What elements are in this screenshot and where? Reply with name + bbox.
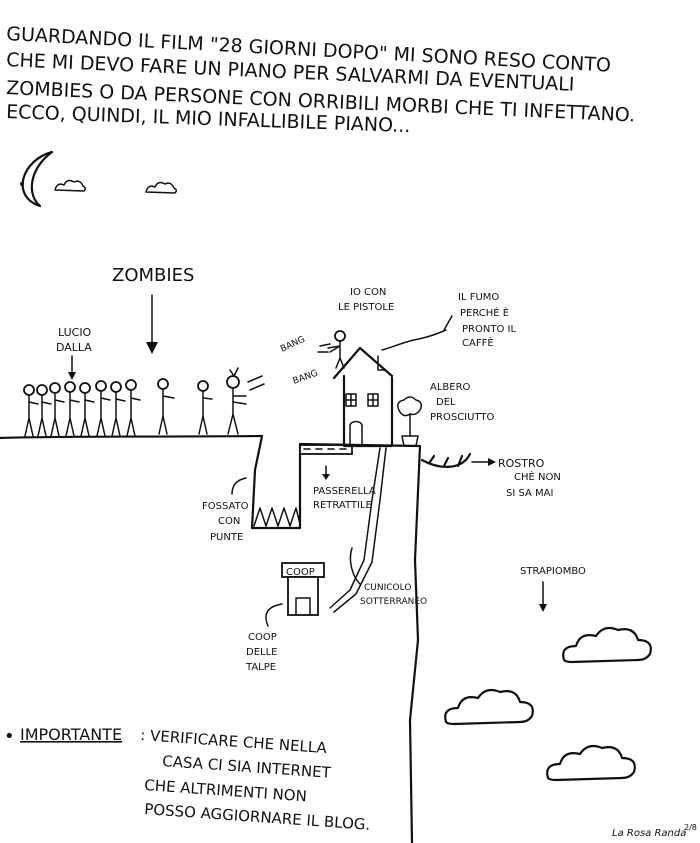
moon-icon bbox=[20, 150, 54, 208]
ham-tree bbox=[397, 396, 423, 447]
cloud-icon bbox=[54, 179, 87, 192]
fumo-label-1: IL FUMO bbox=[458, 292, 499, 303]
lucio-dalla-label-2: DALLA bbox=[56, 341, 92, 354]
curved-arrow-icon bbox=[231, 477, 247, 495]
cunicolo-label-1: CUNICOLO bbox=[364, 583, 411, 593]
zombie-figure bbox=[36, 384, 52, 437]
coop-label-1: COOP bbox=[248, 632, 277, 643]
arrow-icon bbox=[443, 315, 453, 331]
coop-label-3: TALPE bbox=[245, 662, 276, 673]
note-line-4: POSSO AGGIORNARE IL BLOG. bbox=[144, 800, 371, 834]
fumo-label-4: CAFFÈ bbox=[462, 336, 494, 349]
rostro-label-2: CHÈ NON bbox=[514, 470, 561, 483]
coop-building bbox=[281, 562, 325, 616]
bang-label-2: BANG bbox=[292, 369, 320, 387]
zombie-crowd bbox=[23, 367, 247, 437]
bang-label-1: BANG bbox=[279, 335, 307, 355]
zombie-figure bbox=[110, 381, 126, 437]
coop-label-2: DELLE bbox=[246, 647, 277, 658]
zombie-figure bbox=[23, 384, 39, 437]
zombies-label: ZOMBIES bbox=[112, 265, 195, 286]
arrow-right-icon bbox=[471, 458, 496, 466]
note-important: IMPORTANTE bbox=[20, 725, 122, 744]
cloud-icon bbox=[444, 688, 534, 726]
arrow-down-icon bbox=[146, 294, 158, 354]
cliff bbox=[298, 442, 422, 843]
intro-text: GUARDANDO IL FILM "28 GIORNI DOPO" MI SO… bbox=[6, 23, 636, 137]
zombie-figure bbox=[49, 382, 65, 437]
fossato-label-3: PUNTE bbox=[210, 532, 243, 543]
zombie-figure bbox=[197, 380, 213, 435]
strapiombo-label: STRAPIOMBO bbox=[520, 566, 586, 577]
io-con-label-2: LE PISTOLE bbox=[338, 302, 394, 313]
fossato-label-1: FOSSATO bbox=[202, 501, 249, 512]
arrow-down-icon bbox=[68, 355, 76, 380]
bullet-trail bbox=[247, 375, 265, 391]
tunnel bbox=[329, 447, 387, 613]
cloud-icon bbox=[562, 626, 652, 664]
curved-arrow-icon bbox=[349, 547, 361, 585]
fumo-label-3: PRONTO IL bbox=[462, 324, 516, 335]
note-bullet: • bbox=[4, 726, 15, 747]
rostro-label-3: SI SA MAI bbox=[506, 488, 553, 499]
pistol-icon bbox=[317, 343, 331, 353]
cunicolo-label-2: SOTTERRANEO bbox=[360, 597, 427, 607]
fumo-label-2: PERCHÉ È bbox=[460, 306, 509, 319]
signature: La Rosa Randa bbox=[612, 828, 686, 839]
beak-spike bbox=[420, 452, 472, 468]
io-con-label-1: IO CON bbox=[350, 287, 386, 298]
passerella-label-2: RETRATTILE bbox=[313, 500, 372, 511]
zombie-figure bbox=[95, 380, 111, 437]
signature-mark: 2/8 bbox=[684, 823, 697, 832]
lucio-dalla-label-1: LUCIO bbox=[58, 326, 92, 339]
smoke bbox=[381, 329, 447, 351]
curved-arrow-icon bbox=[265, 603, 283, 627]
zombie-figure bbox=[125, 379, 141, 437]
house bbox=[332, 346, 394, 448]
albero-label-3: PROSCIUTTO bbox=[430, 412, 494, 423]
coop-sign: COOP bbox=[286, 567, 315, 578]
stick-figure-with-pistols bbox=[327, 330, 346, 369]
fossato-label-2: CON bbox=[218, 516, 240, 527]
passerella-label-1: PASSERELLA bbox=[313, 486, 376, 497]
important-note: • IMPORTANTE : VERIFICARE CHE NELLA CASA… bbox=[4, 725, 371, 834]
cloud-icon bbox=[546, 744, 636, 782]
zombie-figure bbox=[64, 381, 80, 437]
zombie-figure bbox=[226, 367, 247, 435]
cloud-icon bbox=[145, 181, 178, 194]
rostro-label-1: ROSTRO bbox=[498, 457, 545, 470]
albero-label-1: ALBERO bbox=[430, 382, 471, 393]
zombie-figure bbox=[157, 378, 175, 435]
arrow-down-icon bbox=[322, 465, 330, 480]
ground-left bbox=[0, 434, 264, 440]
zombie-figure bbox=[79, 382, 95, 437]
arrow-down-icon bbox=[539, 581, 547, 612]
moat bbox=[250, 434, 302, 530]
albero-label-2: DEL bbox=[436, 397, 456, 408]
note-line-2: CASA CI SIA INTERNET bbox=[162, 752, 332, 782]
